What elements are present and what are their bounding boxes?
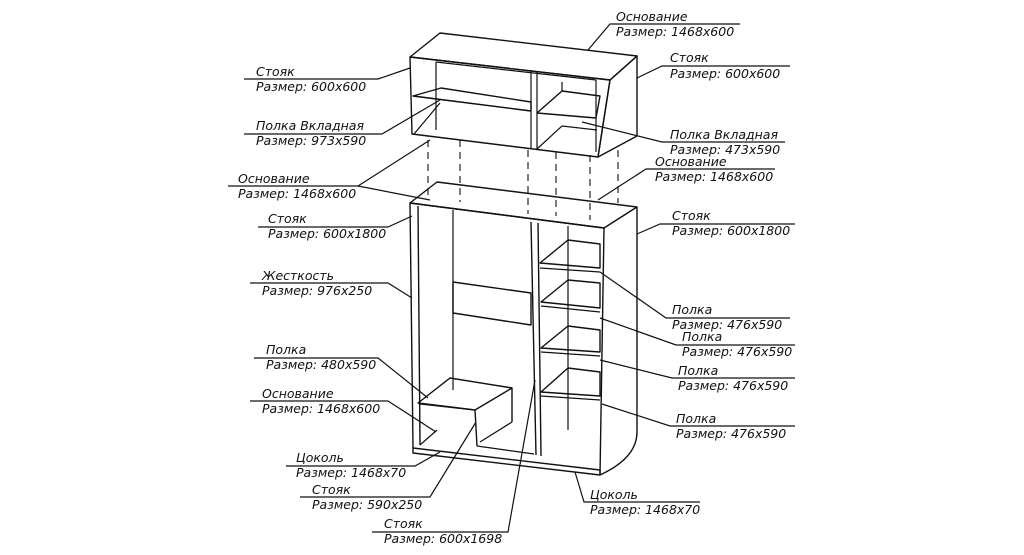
label-size: Размер: 480x590: [266, 357, 376, 372]
label-size: Размер: 600x600: [256, 79, 366, 94]
label-основание-1: Основание Размер: 1468x600: [587, 9, 740, 51]
alignment-guides: [427, 140, 619, 220]
label-name: Стояк: [256, 64, 295, 79]
label-size: Размер: 600x1698: [384, 531, 502, 546]
label-стояк-1: Стояк Размер: 600x600: [244, 64, 411, 94]
lower-cabinet: [409, 181, 638, 476]
label-size: Размер: 590x250: [312, 497, 422, 512]
label-стояк-2: Стояк Размер: 600x600: [636, 50, 790, 81]
label-основание-4: Основание Размер: 1468x600: [250, 386, 437, 433]
upper-cabinet: [409, 32, 638, 158]
label-стояк-6: Стояк Размер: 600x1698: [372, 379, 536, 546]
label-size: Размер: 476x590: [672, 317, 782, 332]
label-size: Размер: 600x600: [670, 66, 780, 81]
label-name: Полка: [682, 329, 722, 344]
label-name: Полка: [676, 411, 716, 426]
label-стояк-4: Стояк Размер: 600x1800: [636, 208, 795, 238]
label-size: Размер: 973x590: [256, 133, 366, 148]
label-name: Основание: [238, 171, 310, 186]
label-size: Размер: 1468x600: [616, 24, 734, 39]
label-size: Размер: 1468x600: [238, 186, 356, 201]
label-полка-4: Полка Размер: 476x590: [599, 359, 795, 393]
label-size: Размер: 600x1800: [268, 226, 386, 241]
label-name: Цоколь: [590, 487, 638, 502]
label-size: Размер: 476x590: [676, 426, 786, 441]
label-name: Полка: [266, 342, 306, 357]
label-стояк-3: Стояк Размер: 600x1800: [258, 211, 413, 241]
label-name: Полка Вкладная: [670, 127, 778, 142]
label-name: Цоколь: [296, 450, 344, 465]
label-name: Жесткость: [261, 268, 334, 283]
label-стояк-5: Стояк Размер: 590x250: [300, 421, 477, 512]
label-полка-3: Полка Размер: 480x590: [254, 342, 429, 399]
label-size: Размер: 476x590: [678, 378, 788, 393]
label-основание-2: Основание Размер: 1468x600: [597, 154, 775, 201]
label-size: Размер: 1468x70: [590, 502, 700, 517]
label-цоколь-2: Цоколь Размер: 1468x70: [574, 471, 700, 517]
label-основание-3: Основание Размер: 1468x600: [228, 139, 431, 201]
label-полка-1: Полка Размер: 476x590: [599, 271, 790, 332]
label-name: Основание: [262, 386, 334, 401]
label-жесткость: Жесткость Размер: 976x250: [250, 268, 413, 299]
label-size: Размер: 1468x600: [262, 401, 380, 416]
label-size: Размер: 600x1800: [672, 223, 790, 238]
label-size: Размер: 976x250: [262, 283, 372, 298]
label-name: Стояк: [670, 50, 709, 65]
label-name: Полка: [678, 363, 718, 378]
label-полка-вкладная-1: Полка Вкладная Размер: 973x590: [244, 99, 441, 148]
label-name: Стояк: [384, 516, 423, 531]
label-size: Размер: 1468x70: [296, 465, 406, 480]
label-name: Стояк: [268, 211, 307, 226]
label-name: Стояк: [312, 482, 351, 497]
label-name: Стояк: [672, 208, 711, 223]
label-полка-2: Полка Размер: 476x590: [599, 317, 795, 359]
label-size: Размер: 1468x600: [655, 169, 773, 184]
label-полка-5: Полка Размер: 476x590: [601, 403, 795, 441]
label-name: Основание: [616, 9, 688, 24]
label-name: Основание: [655, 154, 727, 169]
label-полка-вкладная-2: Полка Вкладная Размер: 473x590: [581, 121, 785, 157]
label-size: Размер: 476x590: [682, 344, 792, 359]
label-цоколь-1: Цоколь Размер: 1468x70: [286, 450, 441, 480]
label-name: Полка Вкладная: [256, 118, 364, 133]
label-size: Размер: 473x590: [670, 142, 780, 157]
label-name: Полка: [672, 302, 712, 317]
